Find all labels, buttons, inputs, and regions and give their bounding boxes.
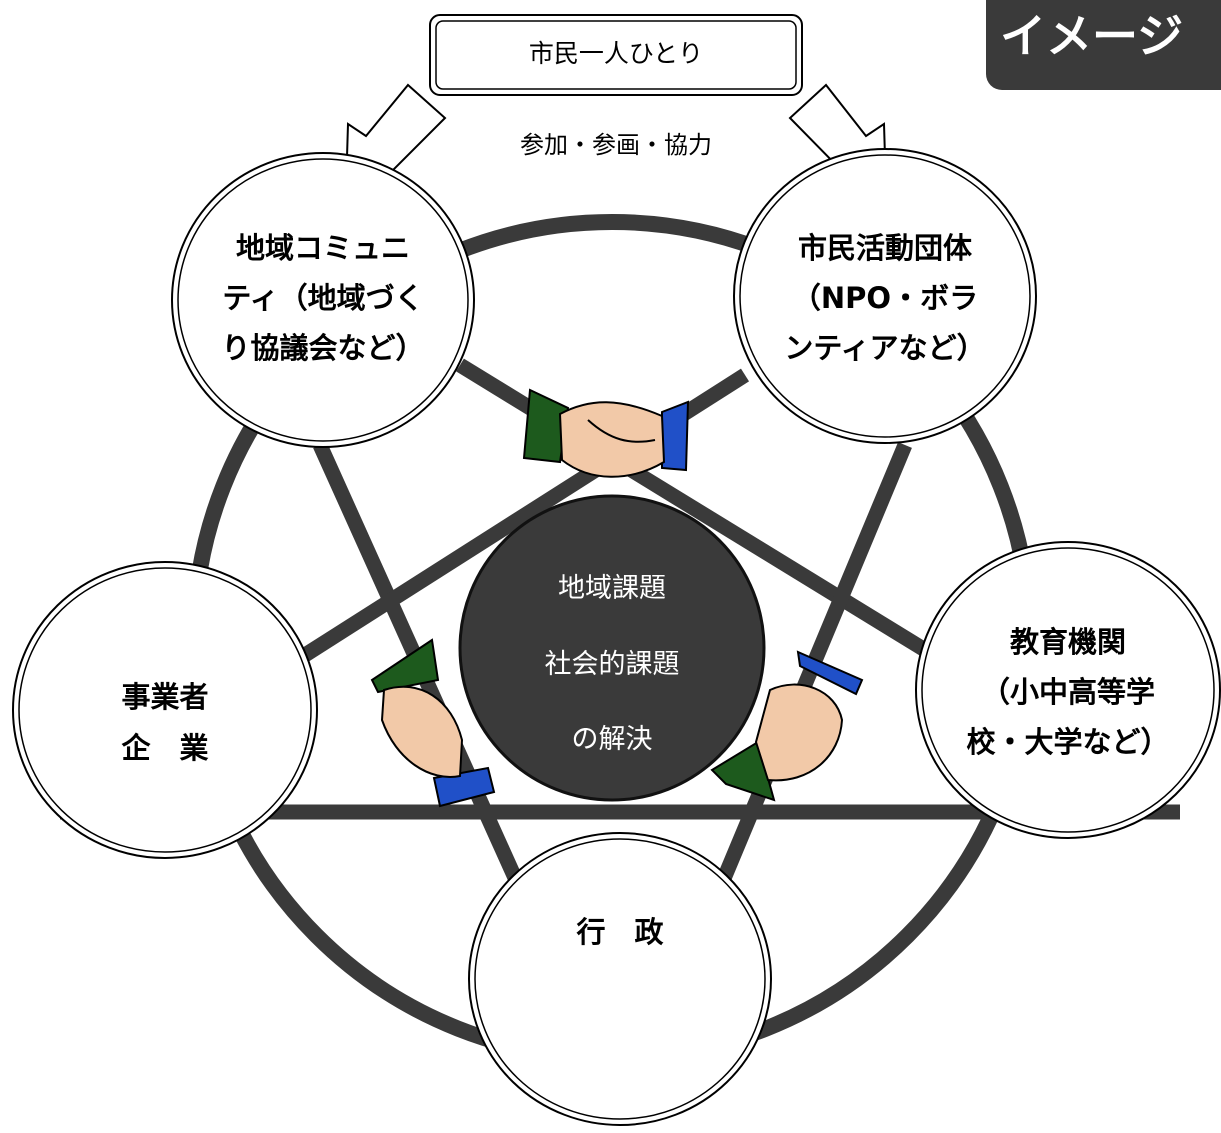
citizen-box: 市民一人ひとり <box>429 14 803 96</box>
center-circle <box>458 494 766 802</box>
business-line-2: 企 業 <box>121 731 208 765</box>
node-civic: 市民活動団体 （NPO・ボラ ンティアなど） <box>733 148 1037 444</box>
center-line-1: 地域課題 <box>558 573 666 604</box>
community-line-1: 地域コミュニ <box>236 231 410 265</box>
handshake-icon <box>370 638 496 808</box>
node-government: 行 政 <box>468 832 772 1126</box>
business-line-1: 事業者 <box>121 680 208 714</box>
education-line-1: 教育機関 <box>1010 625 1126 659</box>
civic-line-3: ンティアなど） <box>784 331 985 365</box>
center-line-2: 社会的課題 <box>545 649 680 680</box>
image-badge: イメージ <box>986 0 1221 90</box>
center-line-3: の解決 <box>572 724 653 755</box>
civic-line-2: （NPO・ボラ <box>792 281 978 315</box>
node-community: 地域コミュニ ティ（地域づく り協議会など） <box>171 152 475 448</box>
node-education: 教育機関 （小中高等学 校・大学など） <box>915 541 1221 839</box>
education-line-3: 校・大学など） <box>966 725 1169 759</box>
badge-label: イメージ <box>1000 9 1183 63</box>
community-line-3: り協議会など） <box>221 331 424 365</box>
education-line-2: （小中高等学 <box>981 675 1155 709</box>
community-line-2: ティ（地域づく <box>222 281 423 315</box>
civic-line-1: 市民活動団体 <box>798 231 973 265</box>
handshake-icon <box>710 650 864 802</box>
flow-label: 参加・参画・協力 <box>520 131 712 159</box>
handshake-icon <box>522 388 690 478</box>
node-business: 事業者 企 業 <box>12 561 318 859</box>
citizen-box-label: 市民一人ひとり <box>529 39 703 68</box>
government-line-1: 行 政 <box>575 915 663 949</box>
